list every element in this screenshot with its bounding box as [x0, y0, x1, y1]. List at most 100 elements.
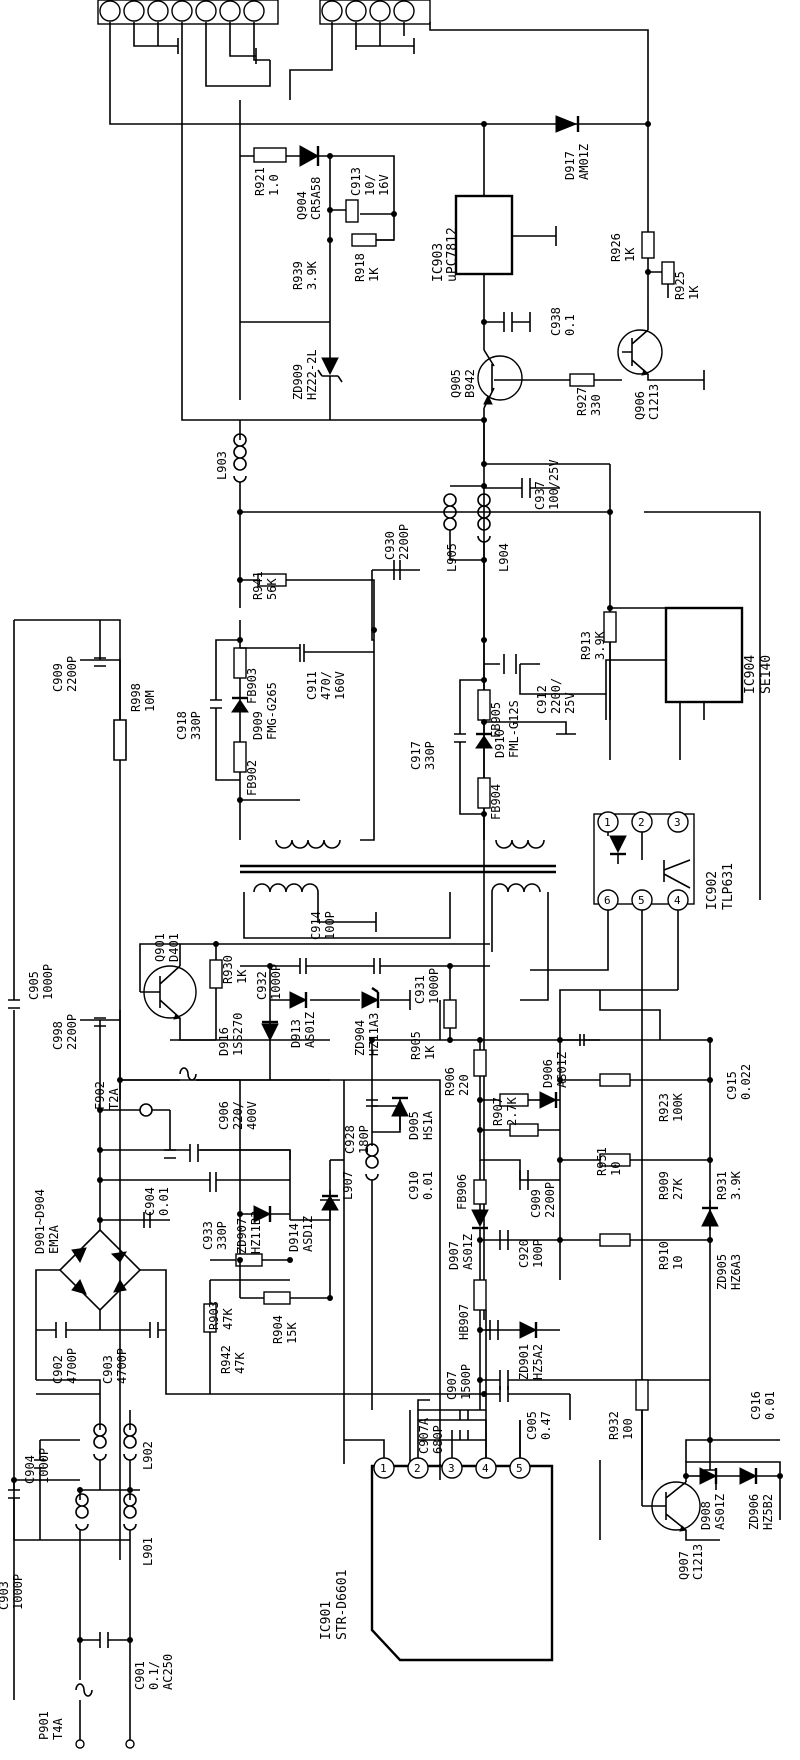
label-r939-value: 3.9K: [305, 260, 319, 290]
label-c907: C907: [445, 1371, 459, 1400]
label-c903a: C903: [0, 1581, 11, 1610]
feedback-section: [530, 811, 719, 1480]
label-d909: D909: [251, 711, 265, 740]
label-fb904: FB904: [489, 784, 503, 820]
label-ic901-value: STR-D6601: [335, 1570, 350, 1640]
label-d909-value: FMG-G265: [265, 682, 279, 740]
label-r910: R910: [657, 1241, 671, 1270]
label-fb903: FB903: [245, 668, 259, 704]
label-c914: C914: [309, 911, 323, 940]
label-ic901: IC901: [319, 1601, 334, 1640]
label-c916-value: 0.01: [763, 1391, 777, 1420]
label-d916: D916: [217, 1027, 231, 1056]
label-c928-value: 180P: [357, 1125, 371, 1154]
label-zd906-value: HZ5B2: [761, 1494, 775, 1530]
label-hb907: HB907: [457, 1304, 471, 1340]
label-d906-value: AS01Z: [555, 1052, 569, 1088]
label-r931: R931: [715, 1171, 729, 1200]
regulator-section: [239, 100, 705, 1320]
label-r903-value: 47K: [221, 1308, 235, 1330]
label-c918-value: 330P: [189, 711, 203, 740]
label-c904a: C904: [23, 1455, 37, 1484]
label-d906: D906: [541, 1059, 555, 1088]
label-fb905: FB905: [489, 702, 503, 738]
label-l903: L903: [215, 451, 229, 480]
label-r925: R925: [673, 271, 687, 300]
label-c913-value2: 16V: [377, 174, 391, 196]
label-c910-value: 0.01: [421, 1171, 435, 1200]
label-zd904-value: HZ11A3: [367, 1013, 381, 1056]
label-d913-value: AS01Z: [303, 1012, 317, 1048]
connector-wiring: [109, 22, 649, 421]
label-l907: L907: [341, 1171, 355, 1200]
label-r910-value: 10: [671, 1256, 685, 1270]
label-c903a-value: 1000P: [11, 1574, 25, 1610]
label-ic903: IC903: [431, 243, 446, 282]
label-r906-value: 220: [457, 1074, 471, 1096]
label-zd909-value: HZ22-2L: [305, 349, 319, 400]
ic902-pin-4: 4: [674, 894, 681, 907]
label-fb902: FB902: [245, 760, 259, 796]
label-r921-value: 1.0: [267, 174, 281, 196]
label-r941-value: 56K: [265, 578, 279, 600]
label-q905-value: B942: [463, 369, 477, 398]
label-c932-value: 1000P: [269, 964, 283, 1000]
label-d908-value: AS01Z: [713, 1494, 727, 1530]
label-l905: L905: [445, 543, 459, 572]
ic901-pin-4: 4: [482, 1462, 489, 1475]
label-r923: R923: [657, 1093, 671, 1122]
ic902-pin-1: 1: [604, 816, 611, 829]
label-c905b: C905: [525, 1411, 539, 1440]
label-q904-value: CR5A58: [309, 177, 323, 220]
label-ic904-value: SE140: [759, 655, 774, 694]
label-c913-value: 10/: [363, 174, 377, 196]
label-r926-value: 1K: [623, 247, 637, 262]
label-c902: C902: [51, 1355, 65, 1384]
label-d910: D910: [493, 729, 507, 758]
label-c909a: C909: [51, 663, 65, 692]
label-c901-value: 0.1/: [147, 1661, 161, 1690]
label-c902-value: 4700P: [65, 1348, 79, 1384]
label-q906-value: C1213: [647, 384, 661, 420]
label-c937: C937: [533, 481, 547, 510]
label-c931: C931: [413, 975, 427, 1004]
input-section: [8, 619, 571, 1749]
label-r927: R927: [575, 387, 589, 416]
label-d913: D913: [289, 1019, 303, 1048]
label-zd909: ZD909: [291, 364, 305, 400]
label-r918-value: 1K: [367, 267, 381, 282]
label-r909-value: 27K: [671, 1178, 685, 1200]
label-c909b: C909: [529, 1189, 543, 1218]
label-r926: R926: [609, 233, 623, 262]
label-q901: Q901: [153, 933, 167, 962]
label-zd901: ZD901: [517, 1344, 531, 1380]
label-c904a-value: 1000P: [37, 1448, 51, 1484]
label-ic902-value: TLP631: [721, 863, 736, 910]
ic901-pin-3: 3: [448, 1462, 455, 1475]
label-c903b: C903: [101, 1355, 115, 1384]
label-c909b-value: 2200P: [543, 1182, 557, 1218]
label-c932: C932: [255, 971, 269, 1000]
label-r904: R904: [271, 1315, 285, 1344]
label-zd907: ZD907: [235, 1218, 249, 1254]
label-c938-value: 0.1: [563, 314, 577, 336]
label-q904: Q904: [295, 191, 309, 220]
label-c916: C916: [749, 1391, 763, 1420]
ic901-section: [343, 1280, 783, 1662]
label-r923-value: 100K: [671, 1092, 685, 1122]
label-r927-value: 330: [589, 394, 603, 416]
label-c910: C910: [407, 1171, 421, 1200]
label-l901: L901: [141, 1537, 155, 1566]
label-r925-value: 1K: [687, 285, 701, 300]
label-r932: R932: [607, 1411, 621, 1440]
label-c901-value2: AC250: [161, 1654, 175, 1690]
label-c906: C906: [217, 1101, 231, 1130]
label-c905b-value: 0.47: [539, 1411, 553, 1440]
label-c933: C933: [201, 1221, 215, 1250]
label-l902: L902: [141, 1441, 155, 1470]
label-r998-value: 10M: [143, 690, 157, 712]
label-r951-value: 10: [609, 1162, 623, 1176]
label-r903: R903: [207, 1301, 221, 1330]
label-d914: D914: [287, 1223, 301, 1252]
label-r906: R906: [443, 1067, 457, 1096]
